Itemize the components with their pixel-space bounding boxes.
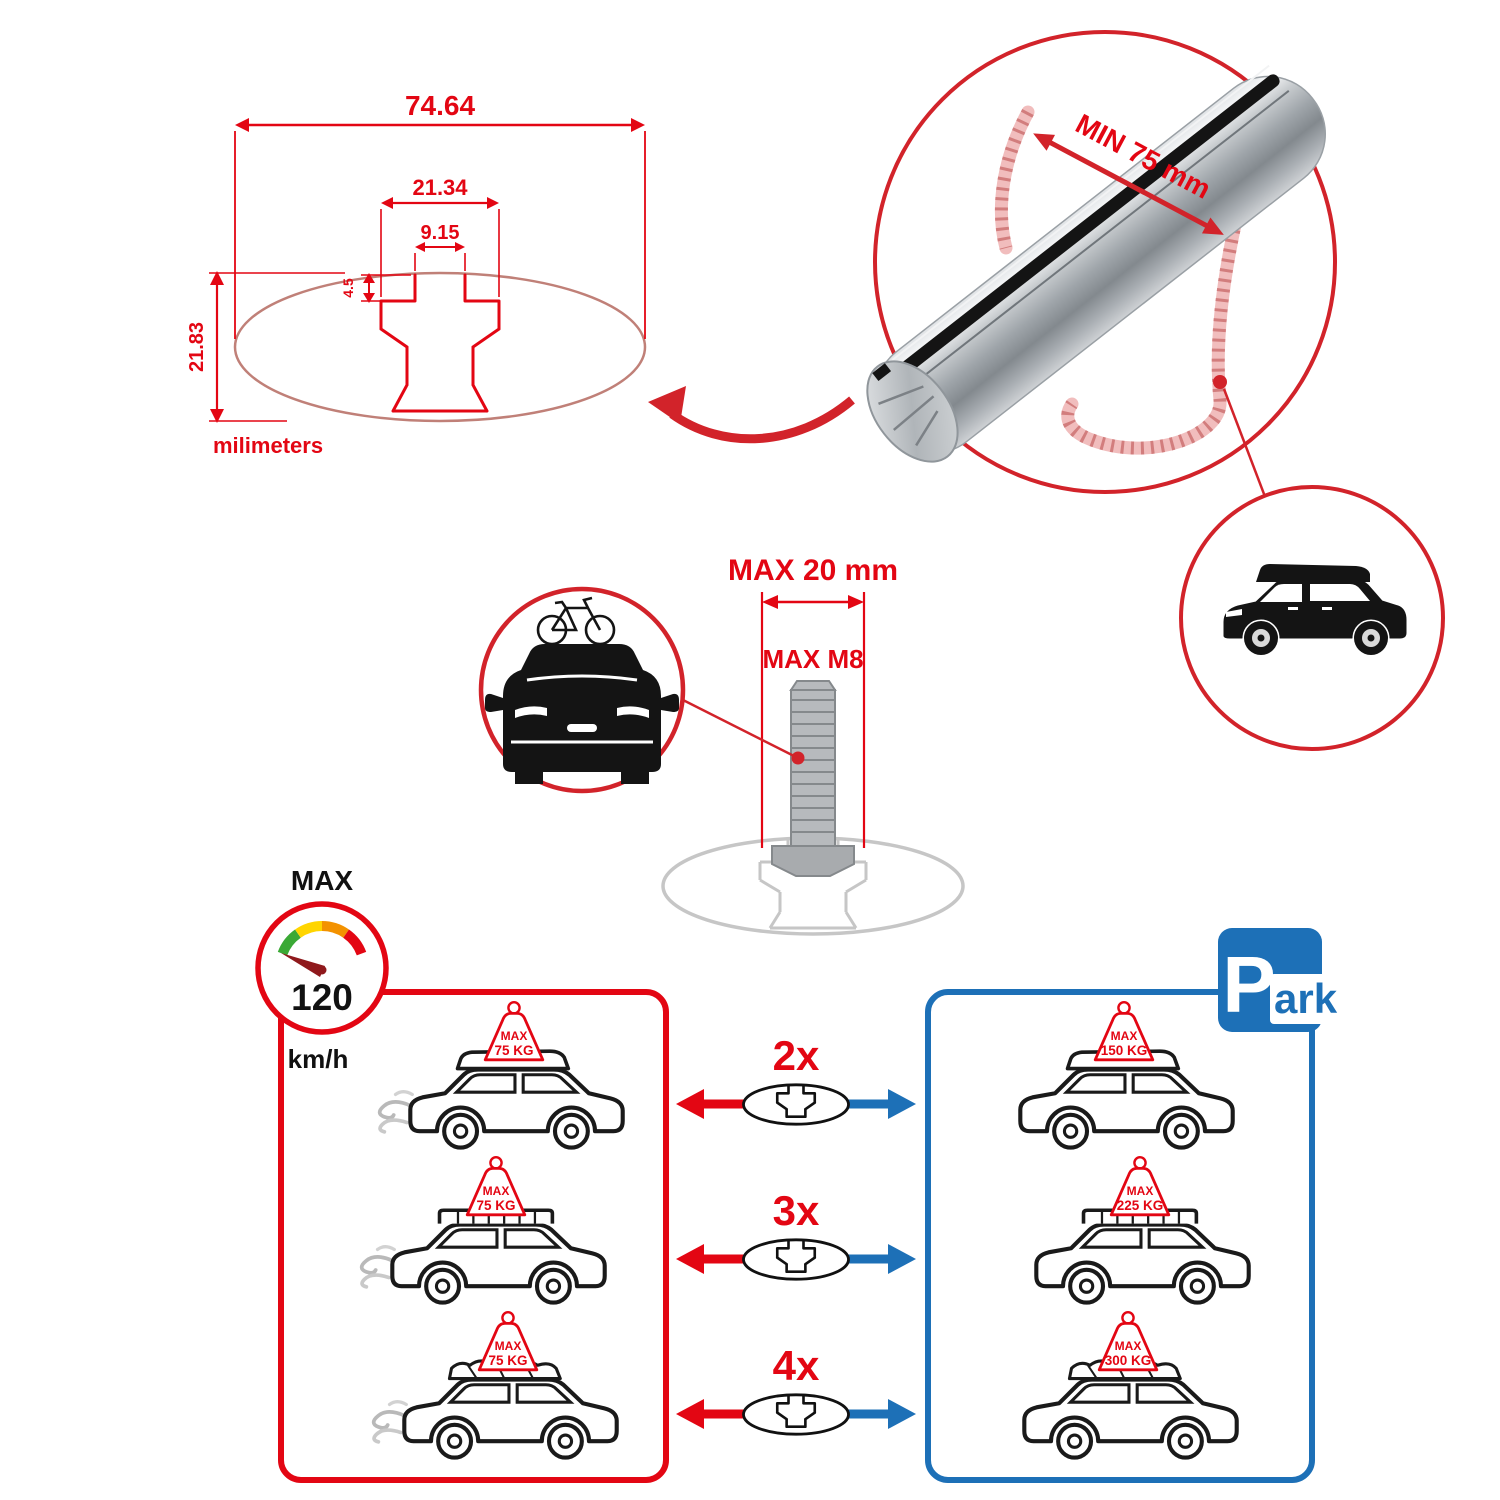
max-width-label: MAX 20 mm bbox=[728, 554, 898, 587]
dim-lip-depth: 4.5 bbox=[340, 273, 411, 303]
pointer-arrow bbox=[648, 386, 855, 444]
roofbox-car-circle bbox=[1179, 485, 1445, 751]
dim-slot-width: 9.15 bbox=[414, 222, 466, 271]
blue-arrow bbox=[888, 1089, 916, 1119]
load-badge-weight: 75 KG bbox=[488, 1353, 527, 1368]
crossbar-profile-icon bbox=[742, 1238, 850, 1281]
bolt-diagram: MAX 20 mm MAX M8 bbox=[661, 554, 965, 936]
speed-unit: km/h bbox=[288, 1044, 349, 1074]
load-badge-max: MAX bbox=[501, 1029, 528, 1043]
load-badge-weight: 75 KG bbox=[494, 1043, 533, 1058]
load-badge: MAX 75 KG bbox=[465, 1155, 527, 1217]
suv-with-roofbox-icon bbox=[1223, 564, 1407, 655]
load-badge: MAX 300 KG bbox=[1097, 1310, 1159, 1372]
car-row-driving-2: MAX 75 KG bbox=[359, 1155, 605, 1302]
load-badge-max: MAX bbox=[1115, 1339, 1142, 1353]
rubber-channel-strip bbox=[899, 74, 1280, 375]
load-badge-max: MAX bbox=[1127, 1184, 1154, 1198]
load-badge: MAX 225 KG bbox=[1109, 1155, 1171, 1217]
load-badge-weight: 150 KG bbox=[1101, 1043, 1148, 1058]
bar-end-cap bbox=[866, 360, 959, 463]
conversion-row-1: 2x bbox=[676, 1032, 916, 1126]
crossbar-detail-circle: MIN 75 mm bbox=[866, 30, 1337, 516]
load-badge: MAX 150 KG bbox=[1093, 1000, 1155, 1062]
max-thread-label: MAX M8 bbox=[762, 644, 863, 674]
dim-height-label: 21.83 bbox=[186, 322, 208, 372]
conversion-row-3: 4x bbox=[676, 1342, 916, 1436]
speed-limit-gauge: MAX 120 km/h bbox=[255, 865, 389, 1074]
dim-total-width-label: 74.64 bbox=[405, 90, 475, 121]
unit-label: milimeters bbox=[213, 433, 323, 458]
red-arrow bbox=[676, 1244, 704, 1274]
dim-slot-width-label: 9.15 bbox=[421, 222, 460, 244]
speedometer-icon bbox=[277, 921, 367, 956]
speed-value: 120 bbox=[291, 977, 353, 1018]
park-sign-p: P bbox=[1222, 940, 1275, 1029]
measuring-strap bbox=[994, 105, 1243, 455]
bar-cross-section-ellipse bbox=[233, 271, 647, 423]
conversion-row-2: 3x bbox=[676, 1187, 916, 1281]
load-badge-weight: 225 KG bbox=[1117, 1198, 1164, 1213]
blue-arrow bbox=[888, 1399, 916, 1429]
car-row-parked-2: MAX 225 KG bbox=[1036, 1155, 1248, 1302]
load-badge-weight: 300 KG bbox=[1105, 1353, 1152, 1368]
load-badge-max: MAX bbox=[495, 1339, 522, 1353]
max-width-dimension: MAX 20 mm MAX M8 bbox=[728, 554, 898, 848]
aluminum-crossbar bbox=[866, 64, 1326, 463]
load-badge: MAX 75 KG bbox=[477, 1310, 539, 1372]
dim-lip-depth-label: 4.5 bbox=[340, 278, 356, 298]
speed-max-label: MAX bbox=[291, 865, 354, 896]
load-badge: MAX 75 KG bbox=[483, 1000, 545, 1062]
t-slot-channel-outline bbox=[379, 273, 501, 413]
crossbar-profile-icon bbox=[742, 1083, 850, 1126]
car-row-parked-1: MAX 150 KG bbox=[1020, 1000, 1232, 1147]
car-front-circle bbox=[478, 586, 686, 794]
multiplier-label: 3x bbox=[773, 1187, 820, 1234]
multiplier-label: 4x bbox=[773, 1342, 820, 1389]
profile-dimension-drawing: 74.64 21.34 9.15 4.5 bbox=[186, 90, 647, 458]
dim-channel-width: 21.34 bbox=[380, 175, 500, 297]
thread-anchor-dot bbox=[791, 751, 805, 765]
gauge-needle bbox=[281, 953, 325, 977]
red-arrow bbox=[676, 1399, 704, 1429]
load-badge-max: MAX bbox=[483, 1184, 510, 1198]
red-arrow bbox=[676, 1089, 704, 1119]
dim-height: 21.83 bbox=[186, 271, 345, 423]
car-row-parked-3: MAX 300 KG bbox=[1024, 1310, 1236, 1457]
multiplier-label: 2x bbox=[773, 1032, 820, 1079]
dim-total-width: 74.64 bbox=[234, 90, 646, 339]
load-badge-max: MAX bbox=[1111, 1029, 1138, 1043]
park-sign-ark: ark bbox=[1274, 975, 1338, 1022]
blue-arrow bbox=[888, 1244, 916, 1274]
car-row-driving-3: MAX 75 KG bbox=[371, 1310, 617, 1457]
park-sign: P ark bbox=[1218, 928, 1342, 1032]
dim-channel-width-label: 21.34 bbox=[412, 175, 468, 200]
car-front-icon bbox=[485, 644, 679, 784]
strap-anchor-dot bbox=[1213, 375, 1227, 389]
load-badge-weight: 75 KG bbox=[476, 1198, 515, 1213]
t-bolt bbox=[771, 680, 855, 877]
crossbar-profile-icon bbox=[742, 1393, 850, 1436]
car-row-driving-1: MAX 75 KG bbox=[377, 1000, 623, 1147]
